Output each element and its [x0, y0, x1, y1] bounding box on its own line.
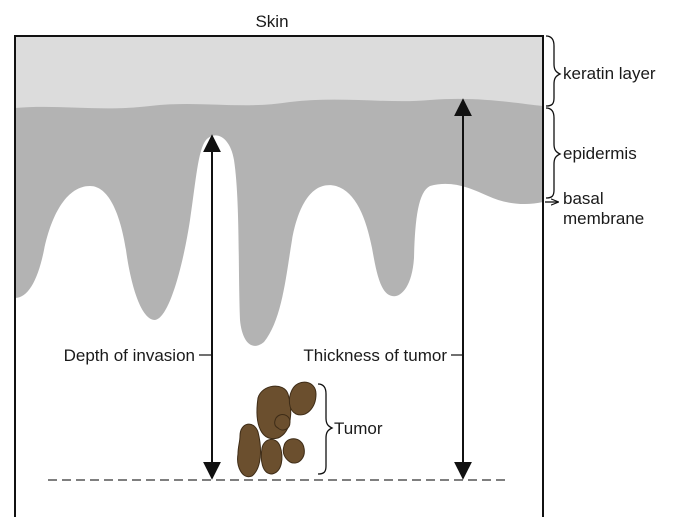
tumor-brace — [318, 384, 332, 474]
keratin-layer-label: keratin layer — [563, 64, 656, 83]
depth-of-invasion-label: Depth of invasion — [64, 346, 195, 365]
thickness-of-tumor-label: Thickness of tumor — [303, 346, 447, 365]
epidermis-brace — [546, 108, 560, 198]
tumor-label: Tumor — [334, 419, 383, 438]
diagram-title: Skin — [255, 12, 288, 31]
epidermis-label: epidermis — [563, 144, 637, 163]
tumor-cells — [238, 382, 316, 477]
basal-membrane-label-line2: membrane — [563, 209, 644, 228]
keratin-brace — [546, 36, 560, 106]
basal-membrane-label-line1: basal — [563, 189, 604, 208]
basal-membrane-label: basal membrane — [563, 189, 644, 228]
